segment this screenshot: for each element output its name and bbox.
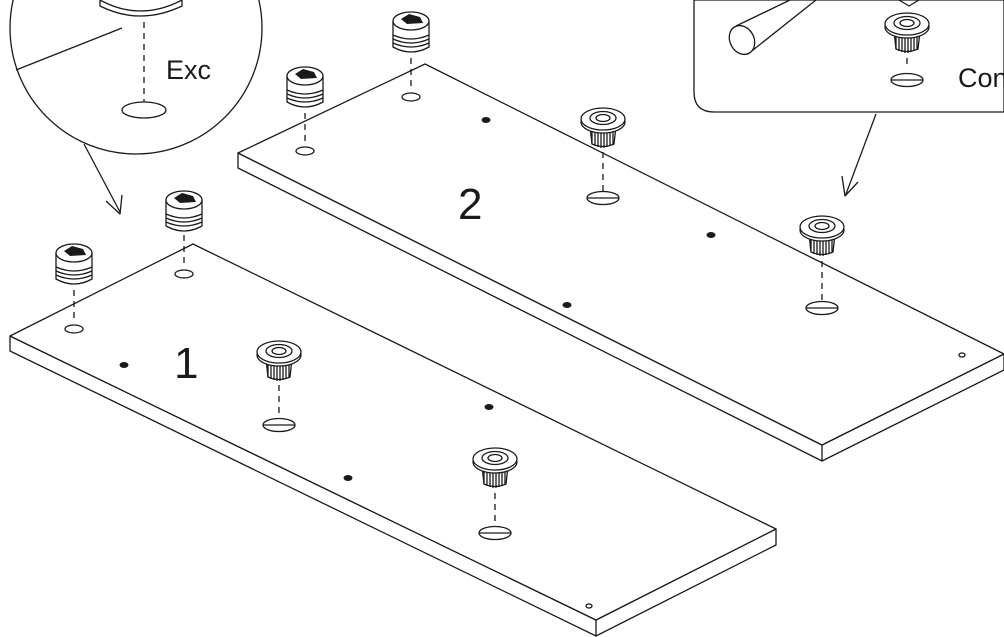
panel-1 xyxy=(9,243,777,637)
panel-1-label: 1 xyxy=(174,339,198,388)
threaded-insert-icon xyxy=(799,215,845,257)
cam-lock-panel1-left xyxy=(55,243,93,322)
arrow-icon xyxy=(83,143,123,215)
cam-lock-icon xyxy=(55,243,93,285)
insert-callout: Con xyxy=(693,0,1004,113)
panel-2-label: 2 xyxy=(458,180,482,229)
panel-2 xyxy=(237,63,1004,462)
arrow-icon xyxy=(841,113,877,197)
insert-panel2-b xyxy=(799,215,845,301)
threaded-insert-icon xyxy=(580,107,626,149)
cam-lock-callout: Exc xyxy=(9,0,263,155)
cam-lock-icon xyxy=(286,66,324,108)
cam-lock-icon xyxy=(392,11,430,53)
insert-panel1-a xyxy=(256,340,302,418)
cam-lock-icon xyxy=(165,190,203,232)
dowel-icon xyxy=(728,0,817,56)
cam-callout-label: Exc xyxy=(166,55,211,85)
cam-lock-panel2-right xyxy=(392,11,430,91)
insert-panel1-b xyxy=(472,447,518,526)
insert-callout-label: Con xyxy=(958,63,1004,93)
cam-lock-panel2-left xyxy=(286,66,324,145)
cam-lock-panel1-right xyxy=(165,190,203,268)
